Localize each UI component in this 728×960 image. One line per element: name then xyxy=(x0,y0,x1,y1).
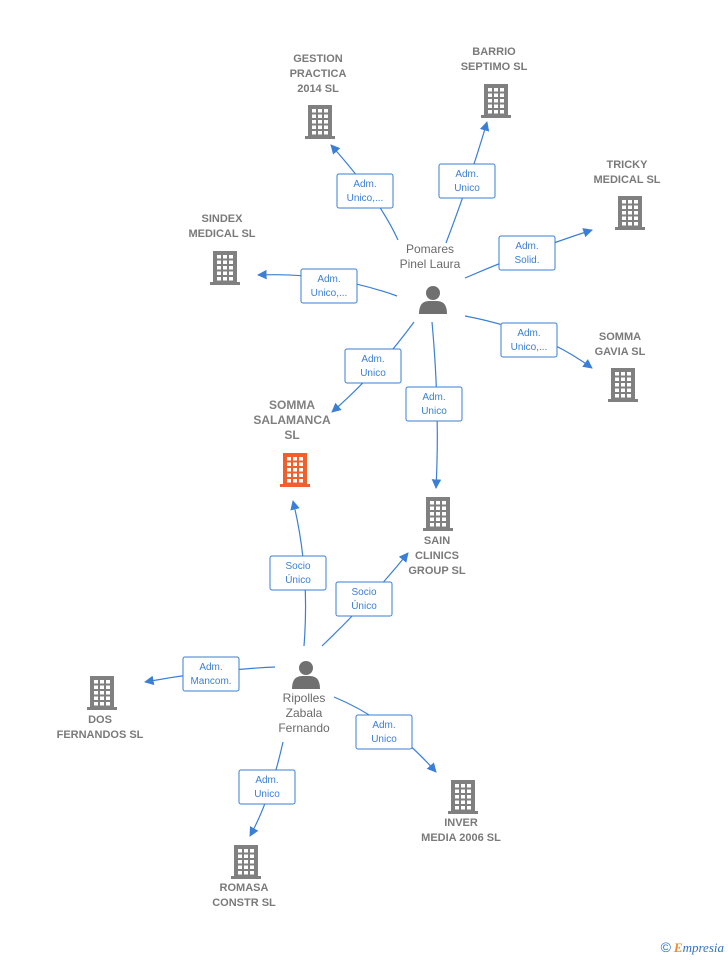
role-text: Adm. xyxy=(455,169,478,180)
role-text: Unico xyxy=(254,789,280,800)
company-label: SAIN xyxy=(424,535,450,547)
role-box-pomares-tricky[interactable]: Adm. Solid. xyxy=(498,235,556,271)
role-text: Único xyxy=(285,573,311,586)
role-text: Unico,... xyxy=(347,193,384,204)
person-label: Ripolles xyxy=(283,691,326,705)
building-icon xyxy=(615,196,645,230)
role-text: Unico xyxy=(360,368,386,379)
role-text: Unico xyxy=(421,406,447,417)
company-label: BARRIO xyxy=(472,46,516,58)
company-label: DOS xyxy=(88,714,112,726)
person-label: Pinel Laura xyxy=(400,257,461,271)
role-text: Único xyxy=(351,599,377,612)
role-text: Adm. xyxy=(199,662,222,673)
brand-initial: E xyxy=(673,940,683,955)
company-label: SALAMANCA xyxy=(253,413,331,427)
company-label: MEDICAL SL xyxy=(188,228,255,240)
role-box-ripolles-dos[interactable]: Adm. Mancom. xyxy=(182,656,240,692)
company-label: SL xyxy=(284,428,299,442)
building-icon xyxy=(87,676,117,710)
role-text: Socio xyxy=(285,561,310,572)
role-text: Adm. xyxy=(361,354,384,365)
brand-watermark: ©Empresia xyxy=(661,939,724,956)
nodes-layer: GESTION PRACTICA 2014 SL BARRIO SEPTIMO SL TR… xyxy=(57,46,661,909)
company-tricky[interactable]: TRICKY MEDICAL SL xyxy=(593,159,661,230)
building-icon xyxy=(231,845,261,879)
role-text: Adm. xyxy=(255,775,278,786)
company-label: SINDEX xyxy=(202,213,244,225)
company-label: ROMASA xyxy=(220,882,269,894)
building-icon xyxy=(210,251,240,285)
company-label: MEDIA 2006 SL xyxy=(421,832,501,844)
company-barrio[interactable]: BARRIO SEPTIMO SL xyxy=(461,46,528,118)
company-label: 2014 SL xyxy=(297,83,339,95)
role-text: Unico,... xyxy=(511,342,548,353)
role-text: Adm. xyxy=(372,720,395,731)
role-box-pomares-somma_salamanca[interactable]: Adm. Unico xyxy=(344,348,402,384)
building-icon xyxy=(423,497,453,531)
building-icon xyxy=(305,105,335,139)
role-text: Adm. xyxy=(317,274,340,285)
role-box-pomares-gestion[interactable]: Adm. Unico,... xyxy=(336,173,394,209)
company-label: SOMMA xyxy=(269,398,315,412)
company-inver[interactable]: INVER MEDIA 2006 SL xyxy=(421,780,501,844)
company-label: MEDICAL SL xyxy=(593,174,660,186)
role-text: Mancom. xyxy=(190,676,231,687)
building-icon xyxy=(448,780,478,814)
company-gestion[interactable]: GESTION PRACTICA 2014 SL xyxy=(290,53,347,139)
role-text: Adm. xyxy=(422,392,445,403)
role-text: Adm. xyxy=(515,241,538,252)
company-sain[interactable]: SAIN CLINICS GROUP SL xyxy=(408,497,466,577)
role-text: Solid. xyxy=(514,255,539,266)
role-text: Adm. xyxy=(353,179,376,190)
role-box-ripolles-inver[interactable]: Adm. Unico xyxy=(355,714,413,750)
company-somma_gavia[interactable]: SOMMA GAVIA SL xyxy=(595,331,646,402)
company-label: TRICKY xyxy=(607,159,649,171)
company-sindex[interactable]: SINDEX MEDICAL SL xyxy=(188,213,256,285)
building-icon xyxy=(481,84,511,118)
company-label: FERNANDOS SL xyxy=(57,729,144,741)
person-label: Fernando xyxy=(278,721,330,735)
company-label: GROUP SL xyxy=(408,565,466,577)
roles-layer: Adm.Unico,...Adm.UnicoAdm.Solid.Adm.Unic… xyxy=(182,163,558,805)
company-label: SOMMA xyxy=(599,331,641,343)
company-dos[interactable]: DOS FERNANDOS SL xyxy=(57,676,144,741)
role-box-ripolles-romasa[interactable]: Adm. Unico xyxy=(238,769,296,805)
role-text: Socio xyxy=(351,587,376,598)
role-text: Unico xyxy=(454,183,480,194)
company-label: CLINICS xyxy=(415,550,459,562)
company-label: GAVIA SL xyxy=(595,346,646,358)
role-text: Adm. xyxy=(517,328,540,339)
copyright-icon: © xyxy=(660,939,671,955)
role-box-pomares-somma_gavia[interactable]: Adm. Unico,... xyxy=(500,322,558,358)
company-label: CONSTR SL xyxy=(212,897,276,909)
role-box-pomares-sain[interactable]: Adm. Unico xyxy=(405,386,463,422)
role-box-pomares-barrio[interactable]: Adm. Unico xyxy=(438,163,496,199)
company-label: GESTION xyxy=(293,53,343,65)
person-label: Zabala xyxy=(286,706,323,720)
building-icon xyxy=(608,368,638,402)
company-label: INVER xyxy=(444,817,478,829)
brand-name: mpresia xyxy=(682,940,724,955)
person-label: Pomares xyxy=(406,242,454,256)
role-text: Unico,... xyxy=(311,288,348,299)
building-icon xyxy=(280,453,310,487)
company-label: PRACTICA xyxy=(290,68,347,80)
company-romasa[interactable]: ROMASA CONSTR SL xyxy=(212,845,276,909)
person-icon xyxy=(292,661,320,689)
person-icon xyxy=(419,286,447,314)
company-label: SEPTIMO SL xyxy=(461,61,528,73)
role-text: Unico xyxy=(371,734,397,745)
role-box-pomares-sindex[interactable]: Adm. Unico,... xyxy=(300,268,358,304)
